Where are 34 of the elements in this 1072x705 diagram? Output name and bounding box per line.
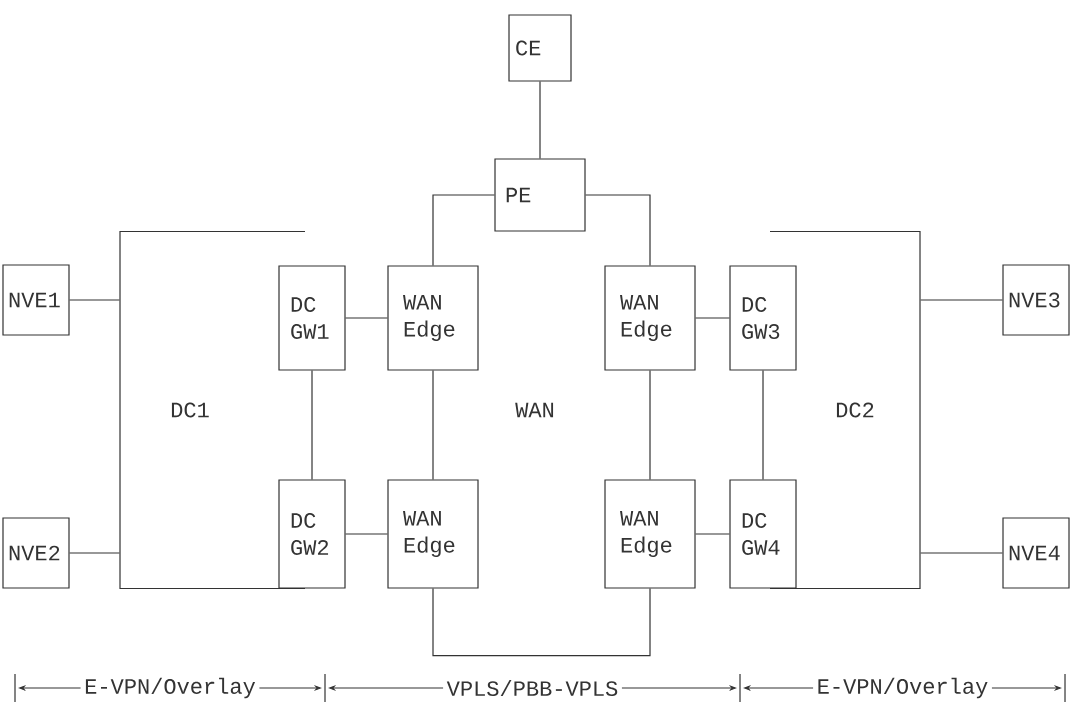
device-box: PE [494,158,586,232]
connector-line [432,194,495,266]
device-box: DC GW1 [278,265,346,371]
connector-line [69,299,120,301]
device-box: WAN Edge [604,479,696,589]
connector-line [311,370,313,480]
connector-line [345,317,388,319]
device-box: CE [508,14,572,82]
connector-line [432,588,651,657]
span-label: VPLS/PBB-VPLS [446,679,618,697]
connector-line [432,370,434,480]
connector-line [649,370,651,480]
device-box: NVE2 [2,517,70,589]
connector-line [695,317,730,319]
connector-line [695,533,730,535]
device-box: DC GW4 [729,479,797,589]
device-box: DC GW2 [278,479,346,589]
connector-line [920,552,1003,554]
device-box: WAN Edge [604,265,696,371]
connector-line [539,81,541,159]
span-label: E-VPN/Overlay [818,677,988,699]
device-box: WAN Edge [387,479,479,589]
connector-line [762,370,764,480]
connector-line [585,194,651,266]
connector-line [920,299,1003,301]
span-label: E-VPN/Overlay [85,677,256,699]
device-box: NVE1 [2,264,70,336]
device-box: DC GW3 [729,265,797,371]
device-box: WAN Edge [387,265,479,371]
cloud-label: WAN [515,402,554,418]
device-box: NVE3 [1002,264,1070,336]
connector-line [345,533,388,535]
connector-line [69,552,120,554]
device-box: NVE4 [1002,517,1070,589]
